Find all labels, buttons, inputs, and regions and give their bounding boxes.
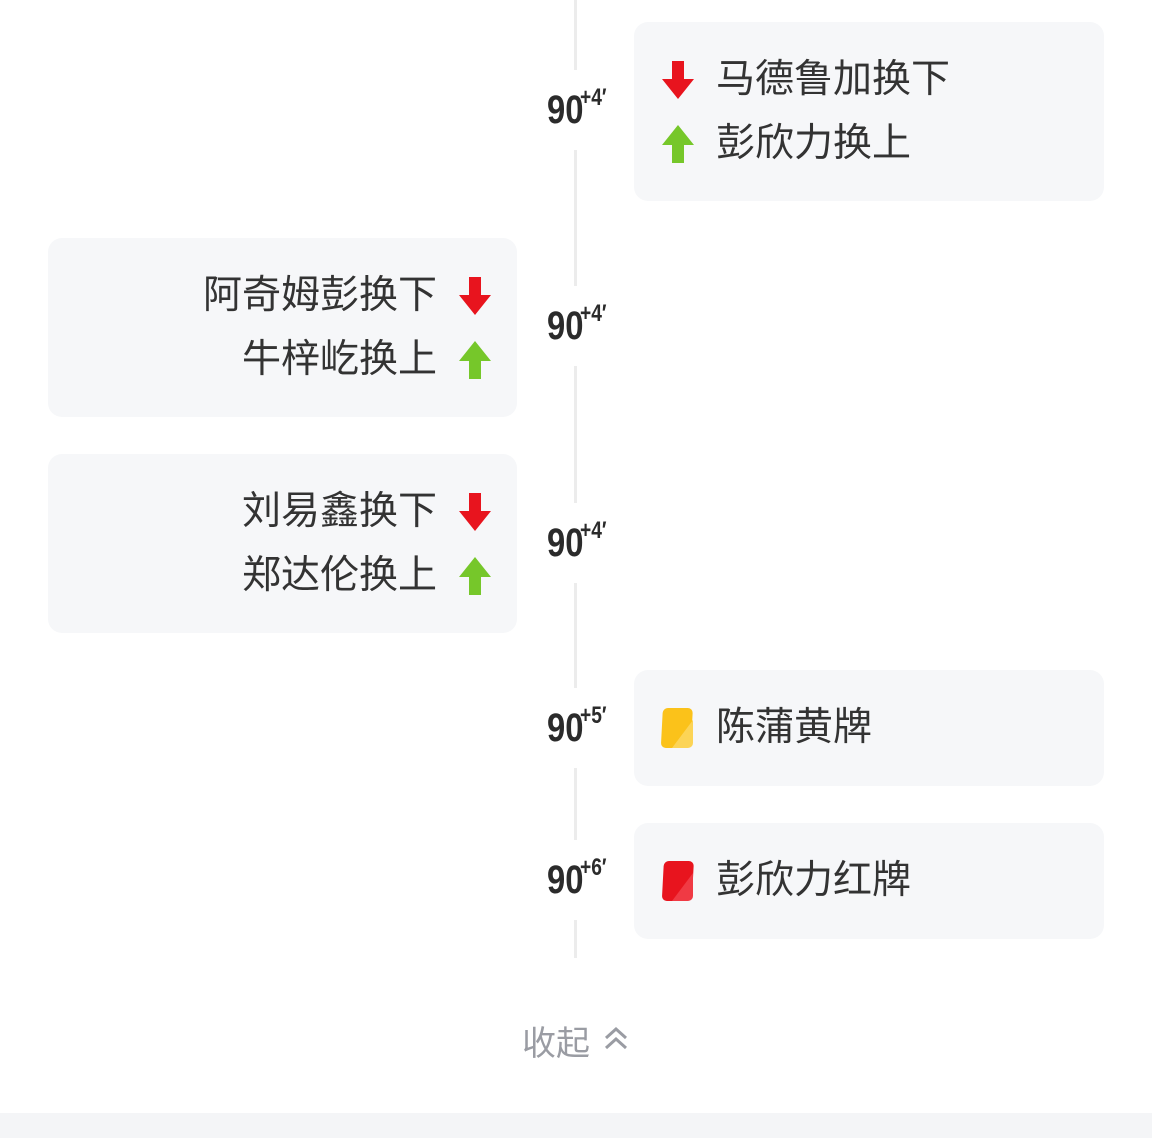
event-card-substitution: 马德鲁加换下 彭欣力换上 bbox=[634, 22, 1104, 201]
minute: 90 bbox=[547, 705, 584, 750]
event-time: 90+4′ bbox=[530, 70, 622, 150]
double-chevron-up-icon bbox=[602, 1021, 630, 1061]
sub-out-arrow-icon bbox=[455, 489, 495, 535]
sub-out-arrow-icon bbox=[658, 57, 698, 103]
sub-in-arrow-icon bbox=[455, 337, 495, 383]
yellow-card-row: 陈蒲黄牌 bbox=[658, 705, 1104, 751]
minute: 90 bbox=[547, 303, 584, 348]
added-time: +6′ bbox=[579, 854, 607, 881]
added-time: +4′ bbox=[579, 517, 607, 544]
minute: 90 bbox=[547, 857, 584, 902]
red-card-icon bbox=[658, 858, 698, 904]
sub-in-row: 牛梓屹换上 bbox=[242, 337, 495, 383]
sub-out-arrow-icon bbox=[455, 273, 495, 319]
player-in: 牛梓屹换上 bbox=[241, 336, 437, 382]
event-card-substitution: 刘易鑫换下 郑达伦换上 bbox=[48, 454, 517, 633]
sub-out-row: 刘易鑫换下 bbox=[242, 489, 495, 535]
event-card-yellow: 陈蒲黄牌 bbox=[634, 670, 1104, 786]
added-time: +5′ bbox=[579, 702, 607, 729]
bottom-divider bbox=[0, 1113, 1152, 1138]
sub-in-row: 彭欣力换上 bbox=[658, 121, 1104, 167]
event-time: 90+6′ bbox=[530, 840, 622, 920]
player-out: 马德鲁加换下 bbox=[716, 56, 951, 102]
player-booked: 陈蒲黄牌 bbox=[716, 705, 873, 750]
collapse-button[interactable]: 收起 bbox=[0, 1016, 1152, 1065]
timeline-line bbox=[574, 0, 577, 958]
event-card-red: 彭欣力红牌 bbox=[634, 823, 1104, 939]
event-time: 90+4′ bbox=[530, 286, 622, 366]
added-time: +4′ bbox=[579, 300, 607, 327]
event-time: 90+5′ bbox=[530, 688, 622, 768]
collapse-label: 收起 bbox=[522, 1024, 590, 1064]
minute: 90 bbox=[547, 520, 584, 565]
event-time: 90+4′ bbox=[530, 503, 622, 583]
minute: 90 bbox=[547, 87, 584, 132]
sub-in-arrow-icon bbox=[658, 121, 698, 167]
sub-in-row: 郑达伦换上 bbox=[242, 553, 495, 599]
player-out: 刘易鑫换下 bbox=[241, 488, 437, 534]
sub-out-row: 马德鲁加换下 bbox=[658, 57, 1104, 103]
yellow-card-icon bbox=[658, 705, 698, 751]
player-out: 阿奇姆彭换下 bbox=[202, 272, 437, 318]
red-card-row: 彭欣力红牌 bbox=[658, 858, 1104, 904]
player-in: 郑达伦换上 bbox=[241, 552, 437, 598]
event-card-substitution: 阿奇姆彭换下 牛梓屹换上 bbox=[48, 238, 517, 417]
player-in: 彭欣力换上 bbox=[716, 120, 912, 166]
player-sent-off: 彭欣力红牌 bbox=[716, 858, 912, 903]
sub-out-row: 阿奇姆彭换下 bbox=[203, 273, 495, 319]
sub-in-arrow-icon bbox=[455, 553, 495, 599]
added-time: +4′ bbox=[579, 84, 607, 111]
